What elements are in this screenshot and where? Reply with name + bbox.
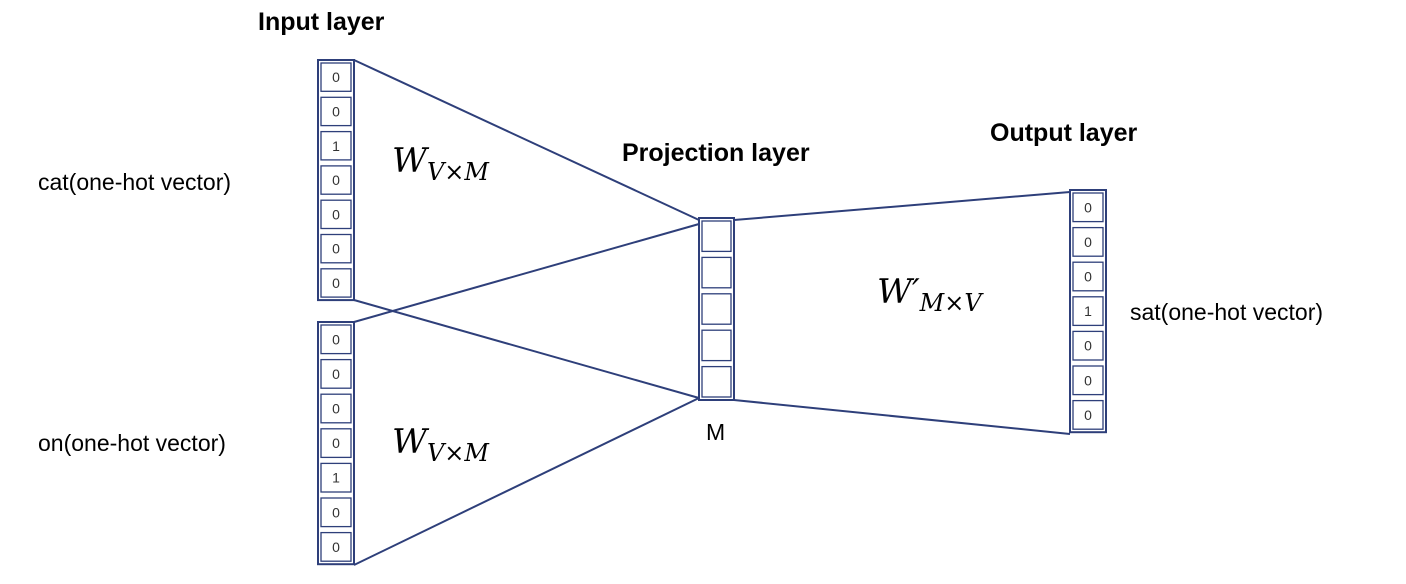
projection-dim-label: M (706, 419, 725, 445)
output-layer-title: Output layer (990, 119, 1138, 147)
input2-top-to-projection (353, 223, 700, 323)
output-sat-cell (1072, 226, 1104, 257)
projection-top-to-output (733, 191, 1071, 221)
input-layer-title: Input layer (258, 8, 385, 36)
input1-top-to-projection (353, 59, 700, 221)
input-word-cat-label: cat(one-hot vector) (38, 169, 231, 195)
input-cat-cell (320, 233, 352, 264)
input-cat-cell-value: 1 (332, 138, 340, 154)
input-on-cell (320, 531, 352, 562)
input-cat-cell-value: 0 (332, 241, 340, 257)
input-cat-cell (320, 130, 352, 161)
output-sat-cell-value: 0 (1084, 372, 1092, 388)
input-on-cell-value: 0 (332, 435, 340, 451)
input-weight-matrix-2: WV×M (392, 422, 490, 467)
input-cat-cell-value: 0 (332, 275, 340, 291)
input-cat-cell-value: 0 (332, 69, 340, 85)
input-on-cell-value: 0 (332, 539, 340, 555)
input-vector-on: 0 0 0 0 1 0 0 (317, 321, 355, 566)
input-cat-cell (320, 268, 352, 298)
output-sat-cell (1072, 365, 1104, 396)
projection-cell (701, 293, 732, 325)
projection-cell (701, 329, 732, 362)
input-on-cell (320, 324, 352, 355)
output-sat-cell-value: 0 (1084, 199, 1092, 215)
input-cat-cell (320, 199, 352, 230)
input-cat-cell-value: 0 (332, 172, 340, 188)
input-on-cell-value: 0 (332, 366, 340, 382)
projection-cell (701, 256, 732, 289)
output-weight-matrix: W′M×V (877, 272, 984, 317)
output-sat-cell-value: 0 (1084, 338, 1092, 354)
output-sat-cell-value: 1 (1084, 303, 1092, 319)
projection-vector (698, 217, 735, 401)
input-cat-cell (320, 62, 352, 92)
input-cat-cell (320, 96, 352, 127)
input-on-cell-value: 0 (332, 331, 340, 347)
input-on-cell (320, 358, 352, 389)
output-word-sat-label: sat(one-hot vector) (1130, 299, 1323, 325)
input-word-on-label: on(one-hot vector) (38, 430, 226, 456)
input-on-cell (320, 497, 352, 528)
input-on-cell (320, 462, 352, 493)
output-sat-cell (1072, 192, 1104, 223)
input-on-cell-value: 1 (332, 470, 340, 486)
output-sat-cell (1072, 261, 1104, 292)
output-sat-cell (1072, 296, 1104, 327)
input-cat-cell (320, 165, 352, 195)
input-vector-cat: 0 0 1 0 0 0 0 (317, 59, 355, 302)
input1-bottom-to-projection (353, 299, 700, 399)
projection-bottom-to-output (733, 399, 1071, 435)
projection-cell (701, 220, 732, 253)
output-sat-cell (1072, 399, 1104, 430)
input-on-cell (320, 428, 352, 459)
projection-cell (701, 365, 732, 398)
input2-bottom-to-projection (353, 397, 700, 566)
output-sat-cell-value: 0 (1084, 407, 1092, 423)
input-cat-cell-value: 0 (332, 206, 340, 222)
output-sat-cell (1072, 330, 1104, 361)
input-cat-cell-value: 0 (332, 103, 340, 119)
input-on-cell (320, 393, 352, 424)
input-weight-matrix-1: WV×M (392, 141, 490, 186)
connection-lines (353, 59, 1071, 566)
output-sat-cell-value: 0 (1084, 234, 1092, 250)
output-vector-sat: 0 0 0 1 0 0 0 (1069, 189, 1107, 434)
input-on-cell-value: 0 (332, 504, 340, 520)
input-on-cell-value: 0 (332, 401, 340, 417)
projection-layer-title: Projection layer (622, 139, 810, 167)
output-sat-cell-value: 0 (1084, 269, 1092, 285)
